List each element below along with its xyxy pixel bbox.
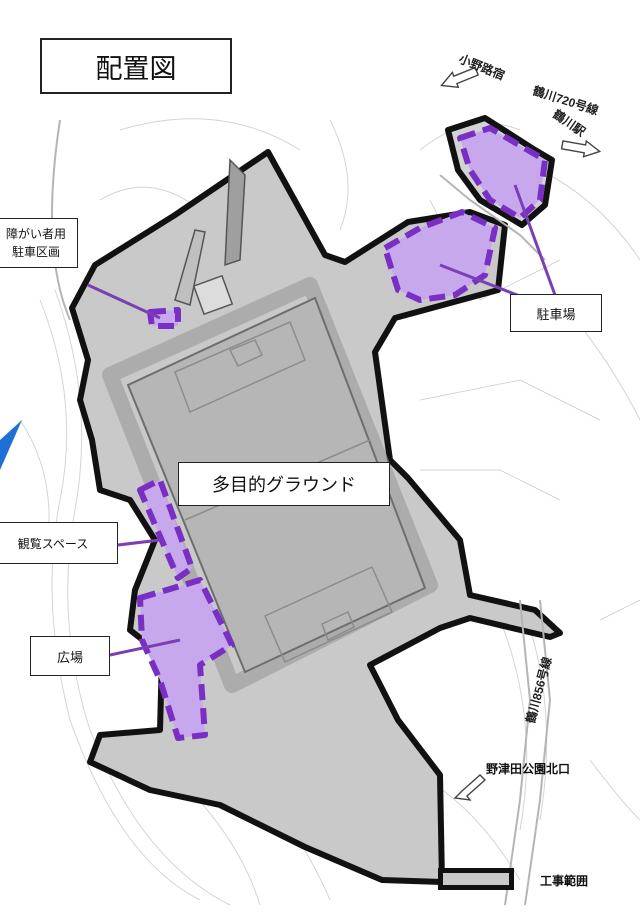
arrow-down-left-icon xyxy=(453,774,487,801)
label-parking: 駐車場 xyxy=(510,294,602,332)
legend: 工事範囲 xyxy=(438,866,638,902)
page-title: 配置図 xyxy=(40,38,232,94)
label-ground: 多目的グラウンド xyxy=(178,462,390,506)
roads xyxy=(51,119,552,906)
legend-swatch xyxy=(438,868,514,890)
legend-label: 工事範囲 xyxy=(540,874,589,888)
label-disabled-parking-line1: 障がい者用 xyxy=(5,227,66,241)
label-disabled-parking: 障がい者用 駐車区画 xyxy=(0,218,78,268)
label-nozuta-park-north: 野津田公園北口 xyxy=(486,762,571,776)
leader-disabled-parking xyxy=(87,283,161,320)
viewing-space-area xyxy=(137,477,195,581)
leader-plaza xyxy=(109,638,181,657)
plaza-area xyxy=(137,577,235,741)
parking-area-middle xyxy=(382,209,498,303)
blue-arrow-icon xyxy=(0,420,22,470)
disabled-parking-area xyxy=(147,307,181,329)
leader-parking-upper xyxy=(513,184,557,296)
arrow-left-icon xyxy=(440,66,480,89)
arrow-right-icon xyxy=(560,139,602,158)
parking-area-upper xyxy=(457,125,548,221)
facility-areas xyxy=(137,125,548,741)
building-structure xyxy=(174,158,246,316)
direction-arrows xyxy=(440,66,602,801)
leader-viewing-space xyxy=(117,538,161,547)
label-plaza: 広場 xyxy=(30,636,110,676)
label-disabled-parking-line2: 駐車区画 xyxy=(11,245,60,259)
label-viewing-space: 観覧スペース xyxy=(0,522,118,564)
